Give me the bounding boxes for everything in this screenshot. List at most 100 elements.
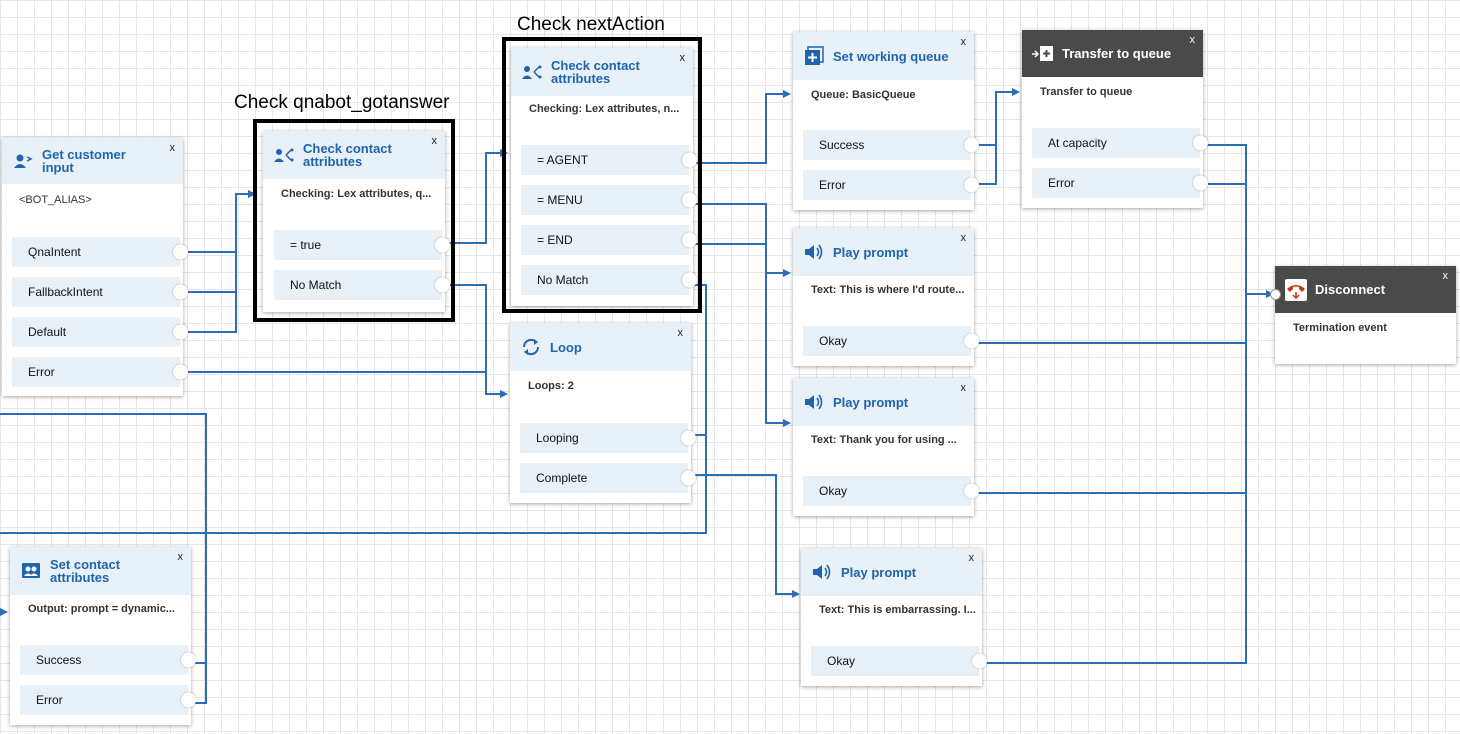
output-port[interactable] — [173, 244, 188, 260]
branch-menu[interactable]: = MENU — [521, 185, 697, 215]
title-line-1: Check contact — [303, 141, 392, 156]
hangup-icon — [1285, 278, 1307, 301]
branch-label: Default — [28, 325, 67, 339]
block-description: Text: Thank you for using ... — [811, 434, 957, 446]
close-icon[interactable]: x — [960, 36, 967, 48]
branch-end[interactable]: = END — [521, 225, 697, 255]
branch-label: Looping — [536, 431, 579, 445]
output-port[interactable] — [964, 137, 979, 153]
block-title: Set working queue — [833, 48, 949, 64]
block-disconnect[interactable]: Disconnect x Termination event — [1275, 266, 1456, 364]
wire — [972, 92, 997, 185]
title-line-1: Set contact — [50, 557, 121, 572]
close-icon[interactable]: x — [431, 135, 438, 147]
output-port[interactable] — [173, 364, 188, 380]
title-line-2: attributes — [551, 71, 611, 86]
branch-default[interactable]: Default — [12, 317, 188, 347]
check-attributes-icon — [521, 61, 543, 83]
branch-label: Okay — [819, 484, 848, 498]
branch-at-capacity[interactable]: At capacity — [1032, 128, 1208, 158]
branch-okay[interactable]: Okay — [803, 476, 979, 506]
branch-looping[interactable]: Looping — [520, 423, 696, 453]
branch-error[interactable]: Error — [1032, 168, 1208, 198]
output-port[interactable] — [173, 324, 188, 340]
block-header: Transfer to queue x — [1022, 30, 1203, 77]
output-port[interactable] — [682, 232, 697, 248]
output-port[interactable] — [682, 272, 697, 288]
branch-true[interactable]: = true — [274, 230, 450, 260]
output-port[interactable] — [1193, 175, 1208, 191]
output-port[interactable] — [964, 483, 979, 499]
branch-success[interactable]: Success — [20, 645, 196, 675]
block-title: Loop — [550, 339, 582, 355]
output-port[interactable] — [435, 277, 450, 293]
output-port[interactable] — [173, 284, 188, 300]
wire — [0, 413, 207, 664]
close-icon[interactable]: x — [169, 142, 176, 154]
block-description: Transfer to queue — [1040, 86, 1133, 98]
close-icon[interactable]: x — [960, 382, 967, 394]
output-port[interactable] — [181, 652, 196, 668]
branch-success[interactable]: Success — [803, 130, 979, 160]
block-header: Play prompt x — [793, 378, 974, 426]
branch-label: Error — [1048, 176, 1075, 190]
close-icon[interactable]: x — [177, 551, 184, 563]
branch-no-match[interactable]: No Match — [274, 270, 450, 300]
block-title: Get customer input — [42, 147, 126, 175]
block-description: Loops: 2 — [528, 380, 574, 392]
branch-label: = END — [537, 233, 573, 247]
branch-label: = MENU — [537, 193, 583, 207]
block-play-prompt-3[interactable]: Play prompt x Text: This is embarrassing… — [801, 548, 987, 686]
close-icon[interactable]: x — [1189, 34, 1196, 46]
branch-label: Success — [36, 653, 82, 667]
close-icon[interactable]: x — [677, 327, 684, 339]
branch-okay[interactable]: Okay — [803, 326, 979, 356]
block-play-prompt-1[interactable]: Play prompt x Text: This is where I'd ro… — [793, 228, 979, 366]
block-get-customer-input[interactable]: Get customer input x <BOT_ALIAS> QnaInte… — [2, 138, 188, 396]
wire — [690, 474, 800, 598]
branch-label: QnaIntent — [28, 245, 81, 259]
input-port[interactable] — [1270, 289, 1281, 300]
output-port[interactable] — [181, 692, 196, 708]
output-port[interactable] — [964, 333, 979, 349]
annotation-next-action: Check nextAction — [517, 14, 665, 35]
close-icon[interactable]: x — [1442, 270, 1449, 282]
wire — [972, 294, 1247, 344]
branch-okay[interactable]: Okay — [811, 646, 987, 676]
branch-error[interactable]: Error — [803, 170, 979, 200]
branch-qnaintent[interactable]: QnaIntent — [12, 237, 188, 267]
output-port[interactable] — [682, 152, 697, 168]
output-port[interactable] — [681, 470, 696, 486]
branch-complete[interactable]: Complete — [520, 463, 696, 493]
block-transfer-to-queue[interactable]: Transfer to queue x Transfer to queue At… — [1022, 30, 1208, 208]
output-port[interactable] — [964, 177, 979, 193]
branch-label: Okay — [827, 654, 856, 668]
output-port[interactable] — [972, 653, 987, 669]
close-icon[interactable]: x — [679, 52, 686, 64]
output-port[interactable] — [681, 430, 696, 446]
branch-fallbackintent[interactable]: FallbackIntent — [12, 277, 188, 307]
branch-label: Okay — [819, 334, 848, 348]
block-header: Set working queue x — [793, 32, 974, 80]
user-input-icon — [12, 150, 34, 172]
branch-agent[interactable]: = AGENT — [521, 145, 697, 175]
branch-no-match[interactable]: No Match — [521, 265, 697, 295]
block-loop[interactable]: Loop x Loops: 2 Looping Complete — [510, 323, 696, 503]
block-play-prompt-2[interactable]: Play prompt x Text: Thank you for using … — [793, 378, 979, 516]
output-port[interactable] — [1193, 135, 1208, 151]
output-port[interactable] — [435, 237, 450, 253]
close-icon[interactable]: x — [968, 552, 975, 564]
block-title: Play prompt — [833, 244, 909, 260]
branch-error[interactable]: Error — [12, 357, 188, 387]
branch-label: No Match — [537, 273, 589, 287]
output-port[interactable] — [682, 192, 697, 208]
block-set-working-queue[interactable]: Set working queue x Queue: BasicQueue Su… — [793, 32, 979, 210]
branch-error[interactable]: Error — [20, 685, 196, 715]
close-icon[interactable]: x — [960, 232, 967, 244]
